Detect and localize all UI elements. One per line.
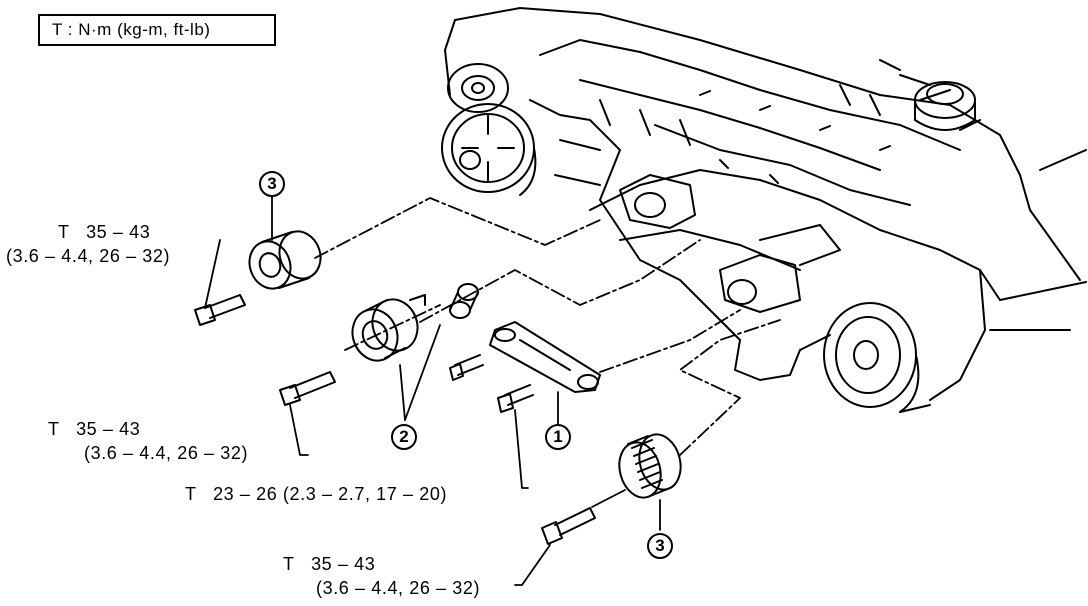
torque-legend: T : N·m (kg-m, ft-lb)	[38, 14, 276, 46]
torque-label-3-line1: T 23 – 26 (2.3 – 2.7, 17 – 20)	[185, 484, 448, 504]
part-number-1: 1	[545, 424, 571, 450]
bolt-bracket-lower	[497, 384, 534, 413]
idler-pulley-lower	[618, 433, 682, 499]
torque-label-1-line2: (3.6 – 4.4, 26 – 32)	[6, 246, 171, 266]
idler-pulley-upper	[248, 230, 322, 290]
tensioner-bracket	[489, 321, 601, 393]
bolt-bracket-upper	[449, 354, 484, 381]
torque-label-2-line1: T 35 – 43	[48, 419, 141, 439]
tensioner-spacer	[449, 283, 479, 319]
upper-main-pulley	[441, 103, 537, 196]
crankshaft-pulley	[823, 302, 931, 413]
part-number-2: 2	[391, 424, 417, 450]
leader-lines	[204, 195, 781, 586]
torque-label-4-line1: T 35 – 43	[283, 554, 376, 574]
upper-idler-pulley	[447, 63, 509, 113]
bolt-upper-left	[194, 294, 246, 326]
part-number-3-lower: 3	[647, 533, 673, 559]
bolt-middle-left	[279, 371, 336, 406]
part-number-3-upper: 3	[259, 171, 285, 197]
torque-label-4-line2: (3.6 – 4.4, 26 – 32)	[316, 578, 481, 598]
engine-block	[444, 7, 1087, 401]
torque-label-2-line2: (3.6 – 4.4, 26 – 32)	[84, 443, 249, 463]
bolt-lower	[541, 507, 596, 545]
torque-label-1-line1: T 35 – 43	[58, 222, 151, 242]
